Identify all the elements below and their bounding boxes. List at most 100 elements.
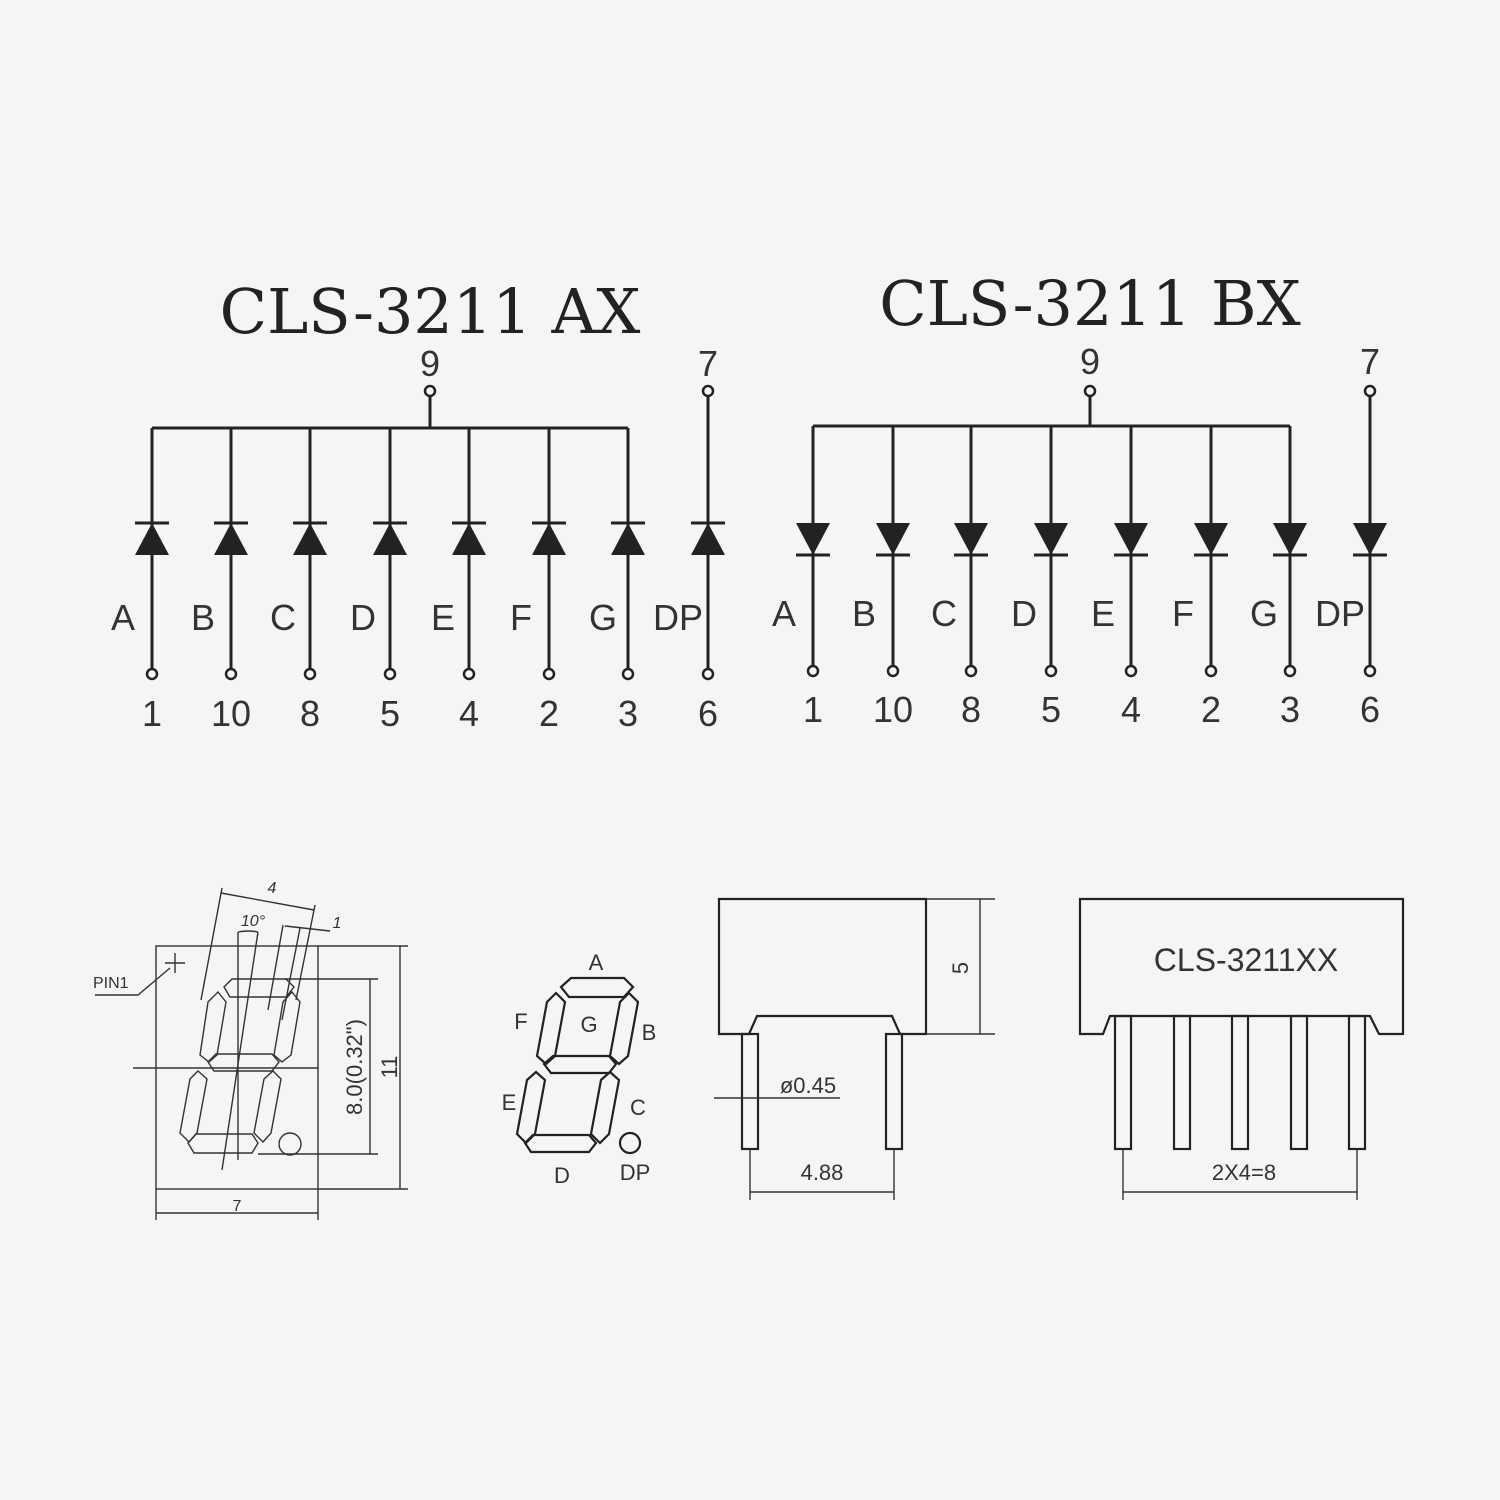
bx-diode-7 [1353, 523, 1387, 555]
segmap-label-a: A [589, 950, 604, 975]
ax-seg-label-e: E [431, 597, 455, 638]
bx-pin-label-c: 8 [961, 689, 981, 730]
segmap-label-dp: DP [620, 1160, 651, 1185]
bx-pin-label-e: 4 [1121, 689, 1141, 730]
fv-angle-arc [237, 930, 259, 933]
ax-dp-common-terminal [701, 384, 715, 398]
pin1-leader [95, 967, 171, 996]
fv-slant-center [221, 931, 259, 1171]
segmap-seg-f [535, 991, 567, 1066]
segment-map: A B C D E F G DP [502, 950, 657, 1188]
fv-slant-ext-left [200, 887, 223, 1001]
fv-seg-e [179, 1070, 208, 1144]
fv-dim-4: 4 [268, 880, 277, 897]
fv-dim-4-line [220, 892, 315, 911]
bottom-view-body [1078, 897, 1405, 1036]
bottom-view-pin-4 [1347, 1014, 1367, 1151]
ax-diode-4 [452, 523, 486, 555]
bx-seg-label-d: D [1011, 593, 1037, 634]
bx-seg-label-dp: DP [1315, 593, 1365, 634]
segmap-seg-g [542, 1054, 618, 1075]
ax-pin-terminal-3 [383, 667, 397, 681]
segmap-seg-e [515, 1070, 547, 1145]
pin1-label: PIN1 [93, 975, 129, 992]
fv-seg-b [273, 990, 301, 1063]
ax-pin-label-c: 8 [300, 693, 320, 734]
bx-diode-3 [1034, 523, 1068, 555]
ax-pin-terminal-0 [145, 667, 159, 681]
segmap-seg-b [608, 991, 640, 1066]
bx-seg-label-c: C [931, 593, 957, 634]
segmap-label-b: B [642, 1020, 657, 1045]
side-view: 5 ø0.45 4.88 [714, 897, 995, 1200]
schematic-bx-common-pin: 9 [1080, 341, 1100, 382]
segmap-label-e: E [502, 1090, 517, 1115]
schematic-ax-title: CLS-3211 AX [220, 275, 641, 348]
bx-pin-terminal-4 [1124, 664, 1138, 678]
side-view-pin-right [884, 1032, 904, 1151]
bx-pin-terminal-3 [1044, 664, 1058, 678]
schematic-bx-dp-common-pin: 7 [1360, 341, 1380, 382]
fv-dim-width: 7 [233, 1198, 242, 1215]
segmap-dp-dot [618, 1131, 642, 1155]
fv-seg-a [223, 978, 295, 998]
ax-seg-label-b: B [191, 597, 215, 638]
segmap-seg-c [589, 1070, 621, 1145]
ax-seg-label-dp: DP [653, 597, 703, 638]
ax-pin-label-b: 10 [211, 693, 251, 734]
schematic-bx: CLS-3211 BX 9 7 A B C D E F G DP 1 10 8 … [772, 267, 1387, 730]
bx-seg-label-g: G [1250, 593, 1278, 634]
ax-diode-1 [214, 523, 248, 555]
bx-pin-label-b: 10 [873, 689, 913, 730]
segmap-seg-d [523, 1133, 598, 1154]
ax-diode-5 [532, 523, 566, 555]
front-view-digit [179, 978, 302, 1156]
schematic-ax-common-pin: 9 [420, 343, 440, 384]
ax-pin-terminal-2 [303, 667, 317, 681]
ax-pin-label-f: 2 [539, 693, 559, 734]
bottom-view-part-label: CLS-3211XX [1154, 942, 1338, 978]
bx-pin-label-g: 3 [1280, 689, 1300, 730]
ax-pin-label-g: 3 [618, 693, 638, 734]
ax-seg-label-c: C [270, 597, 296, 638]
bx-seg-label-f: F [1172, 593, 1194, 634]
fv-slant-ext-right [295, 904, 316, 1001]
bx-seg-label-e: E [1091, 593, 1115, 634]
fv-dim-digit-height: 8.0(0.32") [342, 1019, 367, 1115]
ax-pin-label-a: 1 [142, 693, 162, 734]
bv-dim-pitch: 2X4=8 [1212, 1160, 1276, 1185]
ax-pin-terminal-4 [462, 667, 476, 681]
bottom-view-pins [1113, 1014, 1367, 1151]
schematic-bx-wiring [796, 384, 1387, 678]
ax-diode-7 [691, 523, 725, 555]
bottom-view-pin-2 [1230, 1014, 1250, 1151]
fv-slant-ext-3 [267, 924, 284, 1011]
bx-pin-terminal-6 [1283, 664, 1297, 678]
ax-diode-3 [373, 523, 407, 555]
ax-pin-terminal-5 [542, 667, 556, 681]
ax-diode-6 [611, 523, 645, 555]
schematic-ax-dp-common-pin: 7 [698, 343, 718, 384]
bx-diode-4 [1114, 523, 1148, 555]
fv-seg-d [187, 1133, 259, 1154]
schematic-ax: CLS-3211 AX 9 7 A B C D E F G DP 1 10 8 … [111, 275, 725, 734]
segmap-label-d: D [554, 1163, 570, 1188]
fv-dim-1-line [284, 925, 331, 932]
ax-pin-label-d: 5 [380, 693, 400, 734]
schematic-ax-wiring [135, 384, 725, 681]
ax-pin-label-e: 4 [459, 693, 479, 734]
schematic-bx-title: CLS-3211 BX [879, 267, 1301, 340]
bx-diode-5 [1194, 523, 1228, 555]
bx-pin-label-f: 2 [1201, 689, 1221, 730]
schematic-ax-labels: A B C D E F G DP 1 10 8 5 4 2 3 6 [111, 597, 718, 734]
fv-seg-f [199, 990, 227, 1063]
ax-diode-2 [293, 523, 327, 555]
segmap-label-g: G [580, 1012, 597, 1037]
bx-pin-terminal-2 [964, 664, 978, 678]
ax-common-terminal [423, 384, 437, 398]
fv-dim-angle: 10° [241, 913, 266, 930]
front-view: PIN1 4 10° 1 8.0(0. [93, 880, 408, 1220]
ax-pin-terminal-6 [621, 667, 635, 681]
side-view-body [717, 897, 928, 1036]
